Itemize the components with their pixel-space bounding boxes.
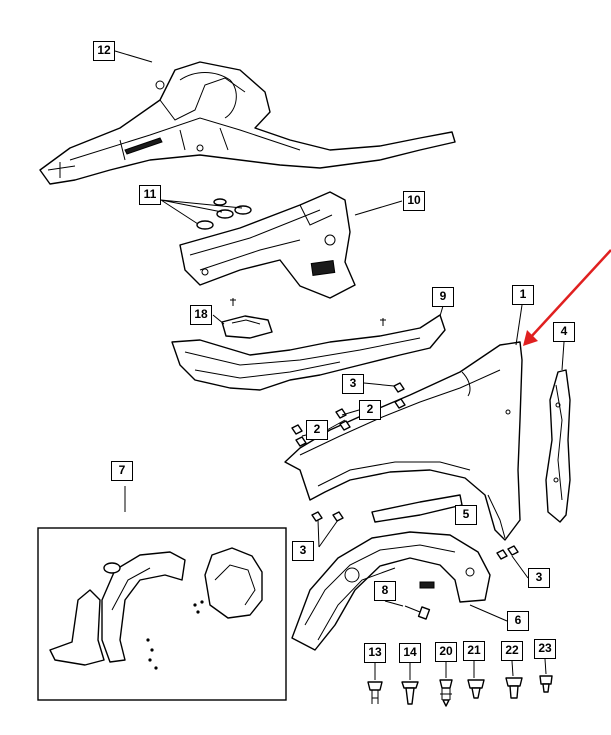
frame-rail-assembly [39,61,456,185]
fender-cladding-strip [371,494,463,523]
callout-1: 1 [512,285,534,305]
callout-3-right: 3 [528,568,550,588]
callout-11: 11 [139,185,161,205]
callout-20: 20 [435,642,457,662]
callout-18: 18 [190,305,212,325]
callout-5: 5 [455,505,477,525]
fender-support-bracket [545,369,571,523]
wheelhouse-liner [291,531,491,651]
front-fender [284,341,523,541]
callout-3-left: 3 [292,541,314,561]
callout-8: 8 [374,581,396,601]
callout-13: 13 [364,643,386,663]
callout-10: 10 [403,191,425,211]
callout-22: 22 [501,641,523,661]
splash-shield [171,314,446,391]
callout-3-upper: 3 [342,374,364,394]
inset-liner-group [37,527,287,701]
leader-lines [114,50,565,680]
bolt [404,605,431,620]
callout-12: 12 [93,41,115,61]
callout-21: 21 [463,641,485,661]
small-bracket [221,298,273,339]
callout-9: 9 [432,287,454,307]
grommet-set [196,198,252,230]
callout-14: 14 [399,643,421,663]
callout-4: 4 [553,322,575,342]
callout-7: 7 [111,461,133,481]
callout-2-left: 2 [306,420,328,440]
fender-reinforcement-bracket [179,191,356,299]
callout-6: 6 [507,611,529,631]
callout-23: 23 [534,639,556,659]
fastener-row [367,675,553,707]
clip-group [291,382,519,560]
indicator-arrow [523,249,611,346]
callout-2-right: 2 [359,400,381,420]
